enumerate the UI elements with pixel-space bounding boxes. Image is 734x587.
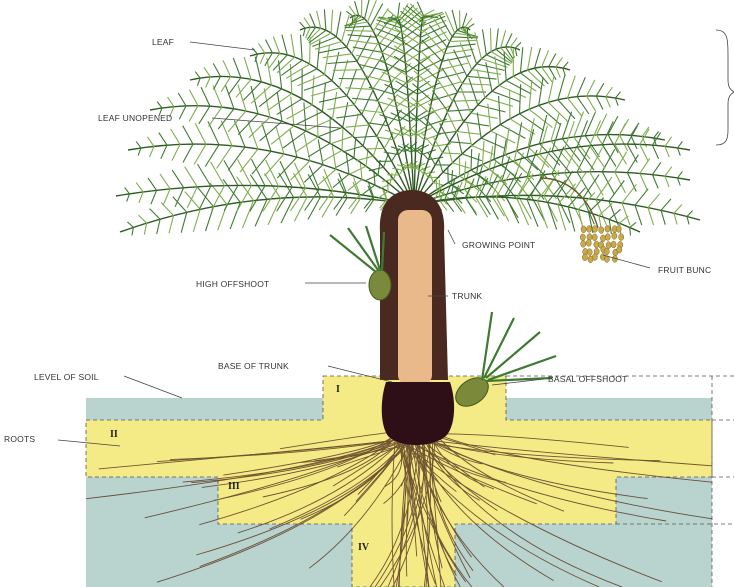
- brace: [716, 30, 734, 145]
- fruit: [599, 227, 604, 234]
- fruit: [611, 241, 616, 248]
- label-base-of-trunk: BASE OF TRUNK: [218, 361, 289, 371]
- zone-label-iv: IV: [358, 542, 370, 553]
- label-roots: ROOTS: [4, 434, 35, 444]
- label-trunk: TRUNK: [452, 291, 482, 301]
- fruit: [587, 249, 592, 256]
- fruit: [586, 240, 591, 247]
- fruit: [587, 226, 592, 233]
- frond: [394, 2, 447, 205]
- fruit: [606, 242, 611, 249]
- fruit: [617, 246, 622, 253]
- fruit: [592, 234, 597, 241]
- trunk-base: [382, 382, 454, 445]
- label-high-offshoot: HIGH OFFSHOOT: [196, 279, 269, 289]
- zone-label-ii: II: [110, 429, 118, 440]
- fruit: [612, 233, 617, 240]
- frond: [414, 47, 570, 205]
- fruit: [582, 254, 587, 261]
- fruit: [581, 241, 586, 248]
- label-leaf-unopened: LEAF UNOPENED: [98, 113, 172, 123]
- fruit: [581, 226, 586, 233]
- label-growing-point: GROWING POINT: [462, 240, 535, 250]
- fruit: [604, 248, 609, 255]
- fruit: [580, 234, 585, 241]
- fruit: [592, 226, 597, 233]
- label-basal-offshoot: BASAL OFFSHOOT: [548, 374, 627, 384]
- trunk-core: [398, 210, 432, 385]
- fruit: [619, 234, 624, 241]
- fruit: [594, 241, 599, 248]
- fruit: [605, 225, 610, 232]
- zone-label-iii: III: [228, 481, 240, 492]
- label-leaf: LEAF: [152, 37, 174, 47]
- fruit: [600, 235, 605, 242]
- zone-label-i: I: [336, 384, 340, 395]
- fruit: [592, 254, 597, 261]
- label-fruit-bunch: FRUIT BUNC: [658, 265, 711, 275]
- fruit: [605, 234, 610, 241]
- fruit: [616, 226, 621, 233]
- label-level-of-soil: LEVEL OF SOIL: [34, 372, 99, 382]
